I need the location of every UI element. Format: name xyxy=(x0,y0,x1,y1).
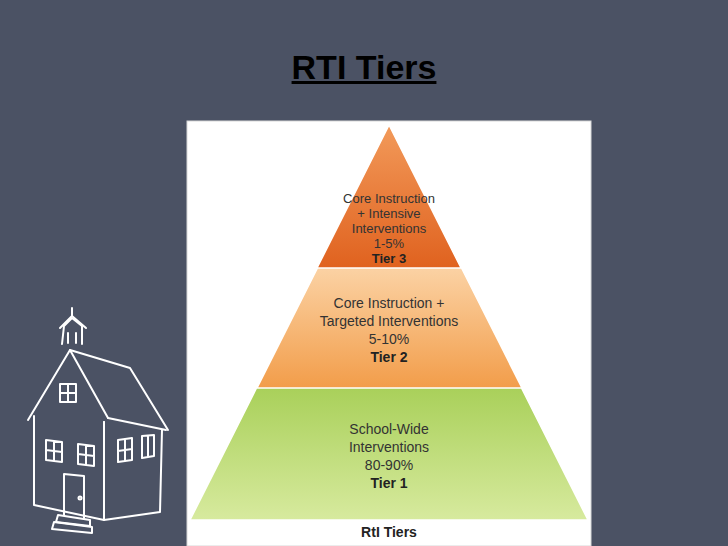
schoolhouse-sketch xyxy=(28,308,168,533)
tier-description: Core Instruction + Targeted Intervention… xyxy=(306,294,471,330)
tier-number: Tier 2 xyxy=(306,348,471,366)
tier-text: Core Instruction + Intensive Interventio… xyxy=(343,191,435,266)
tier-percent: 80-90% xyxy=(329,456,449,474)
tier-band: Core Instruction + Intensive Interventio… xyxy=(317,125,461,268)
tier-number: Tier 1 xyxy=(329,474,449,492)
tier-number: Tier 3 xyxy=(343,251,435,266)
diagram-caption: RtI Tiers xyxy=(187,524,591,540)
slide-title: RTI Tiers xyxy=(0,48,728,87)
white-panel xyxy=(187,121,591,546)
tier-band: Core Instruction + Targeted Intervention… xyxy=(257,268,522,388)
tier-text: School-Wide Interventions80-90%Tier 1 xyxy=(329,420,449,492)
tier-percent: 1-5% xyxy=(343,236,435,251)
tier-fill xyxy=(317,125,461,268)
tier-fill xyxy=(190,388,588,520)
tier-description: School-Wide Interventions xyxy=(329,420,449,456)
tier-text: Core Instruction + Targeted Intervention… xyxy=(306,294,471,366)
tier-fill xyxy=(257,268,522,388)
tier-percent: 5-10% xyxy=(306,330,471,348)
tier-description: Core Instruction + Intensive Interventio… xyxy=(343,191,435,236)
tier-band: School-Wide Interventions80-90%Tier 1 xyxy=(190,388,588,520)
